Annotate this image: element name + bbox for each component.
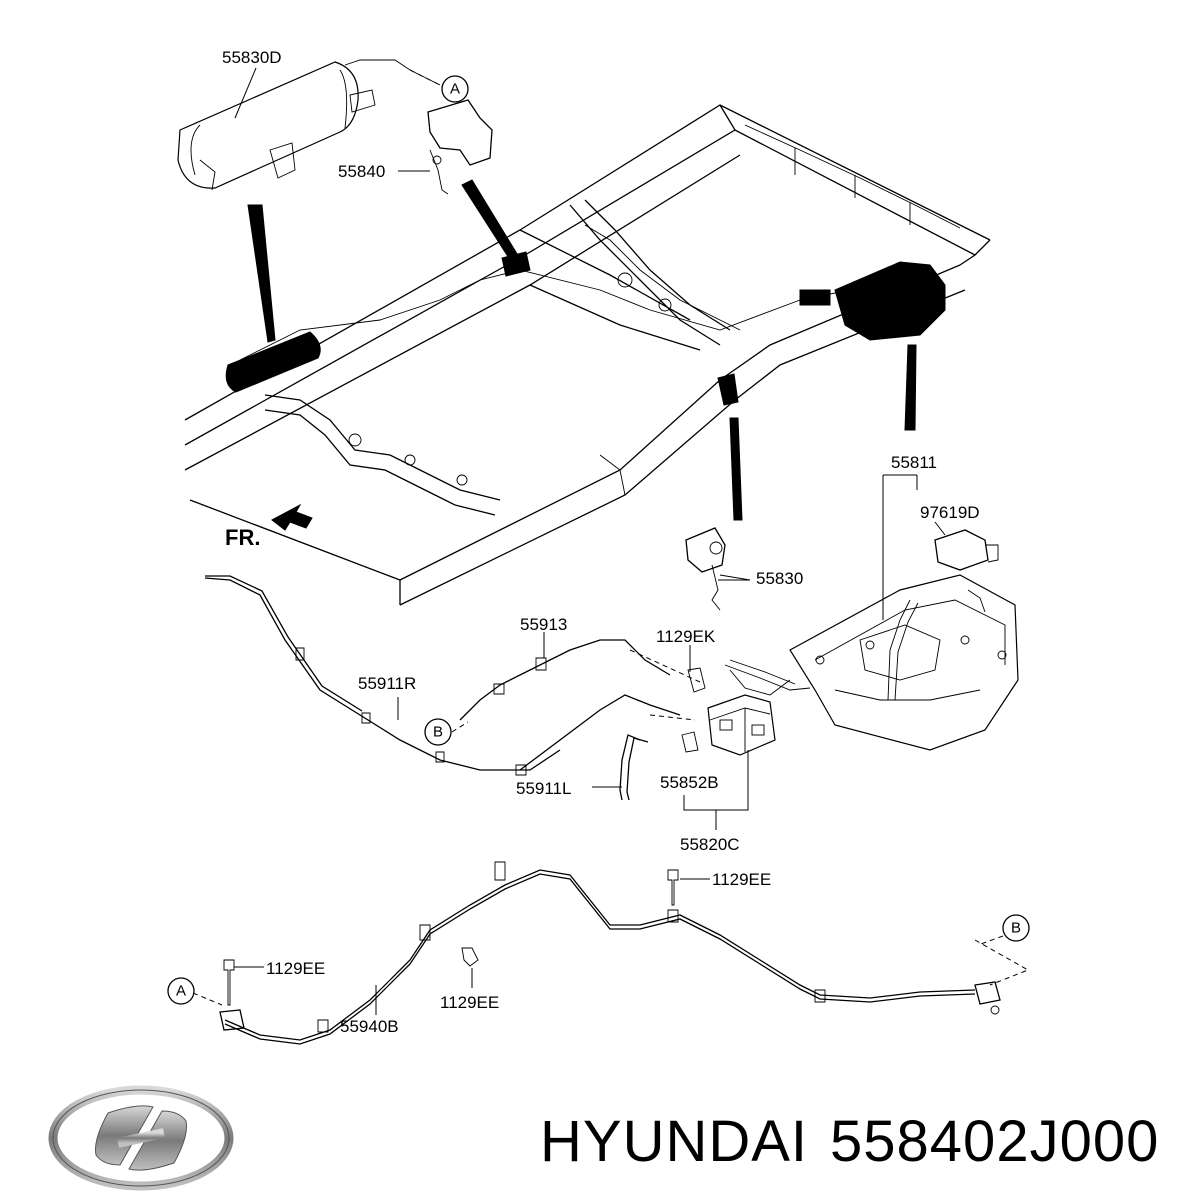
connector-label-a-left: A (176, 983, 186, 1000)
part-label-55911L: 55911L (516, 779, 571, 798)
brake-cables (204, 575, 701, 801)
part-label-55811: 55811 (891, 453, 937, 472)
sensor-on-frame (717, 373, 743, 521)
part-labels: 55830D 55840 55811 97619D 55830 55913 11… (222, 48, 980, 1036)
brake-line-part (219, 861, 1030, 1045)
part-label-97619D: 97619D (920, 503, 980, 522)
part-label-55940B: 55940B (340, 1017, 399, 1036)
bracket-part (427, 99, 531, 277)
part-label-55830: 55830 (756, 569, 803, 588)
footer: HYUNDAI 558402J000 (0, 1085, 1200, 1200)
part-label-55911R: 55911R (358, 674, 416, 693)
tank-on-frame (799, 261, 946, 431)
connector-label-b-right: B (1011, 920, 1021, 937)
part-label-55840: 55840 (338, 162, 385, 181)
hyundai-logo-icon (48, 1085, 234, 1191)
connector-label-a-top: A (450, 81, 460, 98)
connector-markers: A B B A (167, 75, 1030, 1005)
brand-name: HYUNDAI (540, 1109, 809, 1174)
part-label-1129EE-upper: 1129EE (712, 870, 771, 889)
front-direction-indicator: FR. (225, 503, 313, 550)
part-label-55913: 55913 (520, 615, 567, 634)
part-number: 558402J000 (830, 1109, 1160, 1174)
front-direction-label: FR. (225, 525, 260, 550)
part-label-1129EK: 1129EK (656, 627, 716, 646)
connector-label-b-middle: B (433, 724, 443, 741)
sensor-bracket-part (685, 527, 751, 611)
part-label-1129EE-left: 1129EE (266, 959, 325, 978)
leader-lines (192, 67, 1004, 1015)
part-label-55820C: 55820C (680, 835, 740, 854)
part-label-55852B: 55852B (660, 773, 719, 792)
part-label-55830D: 55830D (222, 48, 282, 67)
tank-assembly-part (729, 529, 1019, 751)
brand-part-number: HYUNDAI 558402J000 (540, 1108, 1159, 1175)
vehicle-frame (184, 104, 991, 606)
part-label-1129EE-middle: 1129EE (440, 993, 499, 1012)
canister-on-frame (225, 204, 321, 393)
valve-block-part (681, 659, 811, 756)
